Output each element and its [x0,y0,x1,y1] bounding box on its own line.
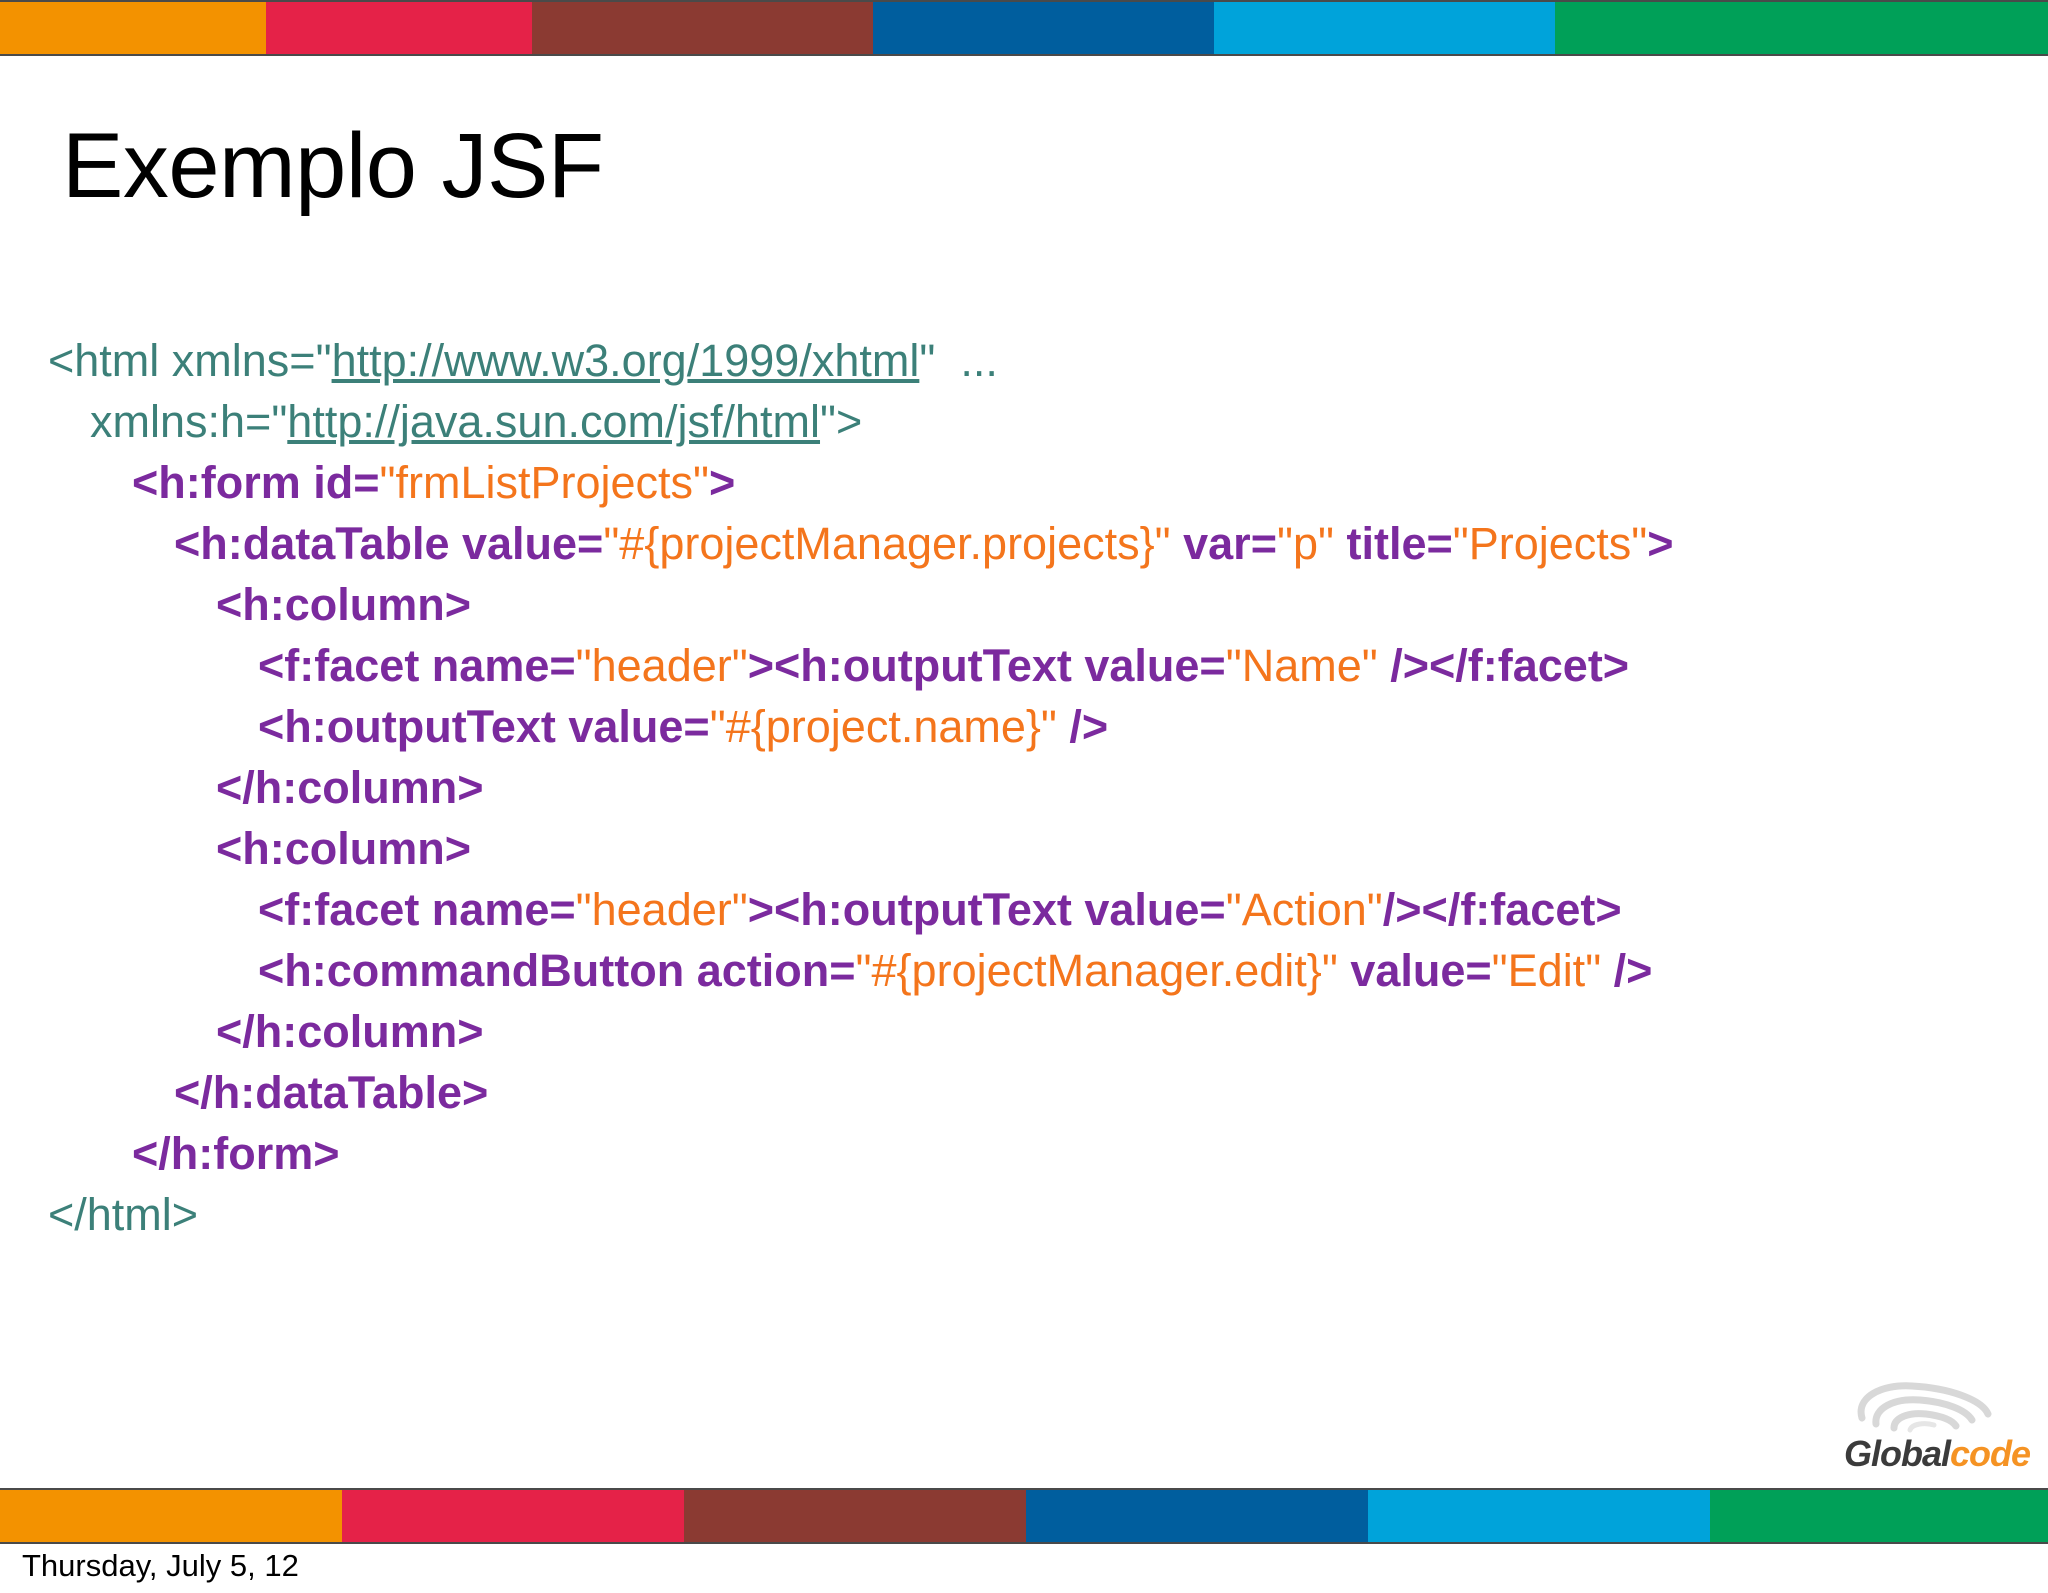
code-token-tag: var= [1170,518,1277,569]
code-token-tag: </h:dataTable> [174,1067,489,1118]
code-token-teal: " ... [919,335,998,386]
code-token-tag: <h:column> [216,579,472,630]
top-bar-segment-cyan [1214,2,1555,54]
code-token-tag: <h:dataTable value= [174,518,604,569]
code-line: <html xmlns="http://www.w3.org/1999/xhtm… [48,330,2008,391]
bottom-bar-segment-orange [0,1490,342,1542]
code-link[interactable]: http://www.w3.org/1999/xhtml [331,335,920,386]
code-link[interactable]: http://java.sun.com/jsf/html [287,396,821,447]
code-line: <f:facet name="header"><h:outputText val… [48,879,2008,940]
code-token-attrv: "#{projectManager.projects}" [603,518,1171,569]
code-token-attrv: "header" [575,884,748,935]
code-token-tag: value= [1337,945,1492,996]
code-line: </h:form> [48,1123,2008,1184]
code-token-attrv: "#{project.name}" [709,701,1057,752]
code-token-attrv: "#{projectManager.edit}" [855,945,1338,996]
code-token-attrv: "Name" [1225,640,1378,691]
code-token-teal: "> [820,396,863,447]
bottom-bar-segment-red [342,1490,684,1542]
code-token-tag: <h:commandButton action= [258,945,856,996]
code-line: <h:commandButton action="#{projectManage… [48,940,2008,1001]
code-token-attrv: "Action" [1225,884,1383,935]
code-token-tag: title= [1333,518,1453,569]
code-token-tag: /></f:facet> [1382,884,1622,935]
code-token-attrv: "p" [1276,518,1334,569]
code-line: </h:dataTable> [48,1062,2008,1123]
code-listing: <html xmlns="http://www.w3.org/1999/xhtm… [48,330,2008,1245]
top-bar-segment-blue [873,2,1214,54]
code-token-teal: </html> [48,1189,199,1240]
code-token-tag: </h:column> [216,1006,484,1057]
logo-word-code: code [1950,1433,2031,1474]
code-token-tag: <f:facet name= [258,640,576,691]
top-bar-segment-brick [532,2,873,54]
code-line: </h:column> [48,757,2008,818]
bottom-bar-segment-cyan [1368,1490,1710,1542]
top-color-bar [0,0,2048,56]
top-bar-segment-green [1555,2,2048,54]
code-line: <h:dataTable value="#{projectManager.pro… [48,513,2008,574]
code-line: xmlns:h="http://java.sun.com/jsf/html"> [48,391,2008,452]
code-line: <h:column> [48,818,2008,879]
code-token-tag: <h:form id= [132,457,380,508]
spiral-swirl-icon [1857,1382,1992,1433]
bottom-color-bar [0,1488,2048,1544]
code-token-tag: /> [1056,701,1109,752]
code-token-attrv: "Projects" [1452,518,1648,569]
code-line: <h:form id="frmListProjects"> [48,452,2008,513]
bottom-bar-segment-blue [1026,1490,1368,1542]
code-token-teal: xmlns:h=" [90,396,288,447]
globalcode-logo: Globalcode [1840,1378,2031,1482]
code-line: </h:column> [48,1001,2008,1062]
code-token-tag: ><h:outputText value= [747,640,1226,691]
code-line: </html> [48,1184,2008,1245]
bottom-bar-segment-green [1710,1490,2048,1542]
code-token-tag: > [1647,518,1674,569]
code-token-tag: </h:form> [132,1128,340,1179]
code-token-tag: > [709,457,736,508]
code-token-tag: <h:outputText value= [258,701,710,752]
logo-word-global: Global [1844,1433,1951,1474]
code-token-tag: ><h:outputText value= [747,884,1226,935]
code-token-attrv: "frmListProjects" [379,457,710,508]
code-token-tag: /></f:facet> [1377,640,1630,691]
logo-wordmark: Globalcode [1844,1433,2031,1474]
code-line: <h:column> [48,574,2008,635]
code-token-teal: <html xmlns=" [48,335,332,386]
footer-date: Thursday, July 5, 12 [22,1548,299,1583]
code-token-tag: <h:column> [216,823,472,874]
code-token-attrv: "Edit" [1491,945,1602,996]
top-bar-segment-orange [0,2,266,54]
code-token-tag: <f:facet name= [258,884,576,935]
code-token-tag: </h:column> [216,762,484,813]
bottom-bar-segment-brick [684,1490,1026,1542]
top-bar-segment-red [266,2,532,54]
code-token-tag: /> [1601,945,1653,996]
code-line: <h:outputText value="#{project.name}" /> [48,696,2008,757]
code-token-attrv: "header" [575,640,748,691]
page-title: Exemplo JSF [62,115,604,217]
code-line: <f:facet name="header"><h:outputText val… [48,635,2008,696]
